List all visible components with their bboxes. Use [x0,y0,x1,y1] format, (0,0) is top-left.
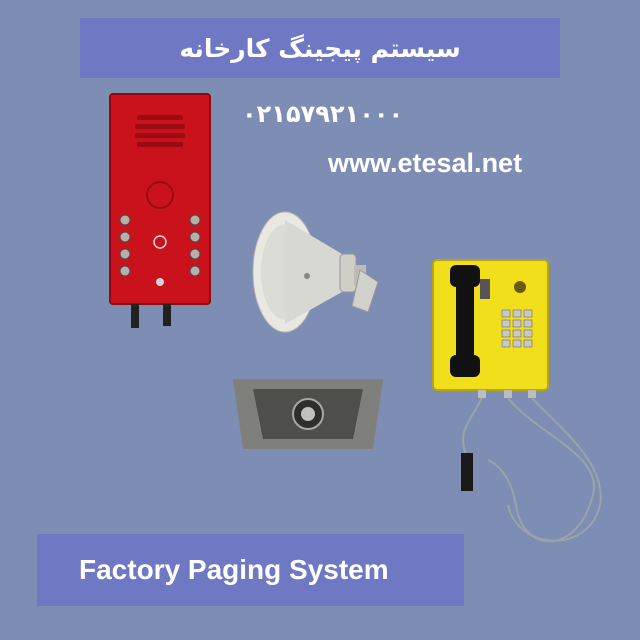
website-link[interactable]: www.etesal.net [328,148,523,178]
page-caption: Factory Paging System [79,554,389,585]
horn-speaker-image [252,211,379,333]
phone-number: ۰۲۱۵۷۹۲۱۰۰۰ [242,100,404,128]
title-banner: سیستم پیجینگ کارخانه [80,18,560,78]
red-intercom-panel-image [109,93,211,328]
page-title: سیستم پیجینگ کارخانه [179,33,461,63]
yellow-industrial-phone-image [432,259,602,543]
rectangular-horn-speaker-image [233,379,383,449]
caption-banner: Factory Paging System [37,534,464,606]
